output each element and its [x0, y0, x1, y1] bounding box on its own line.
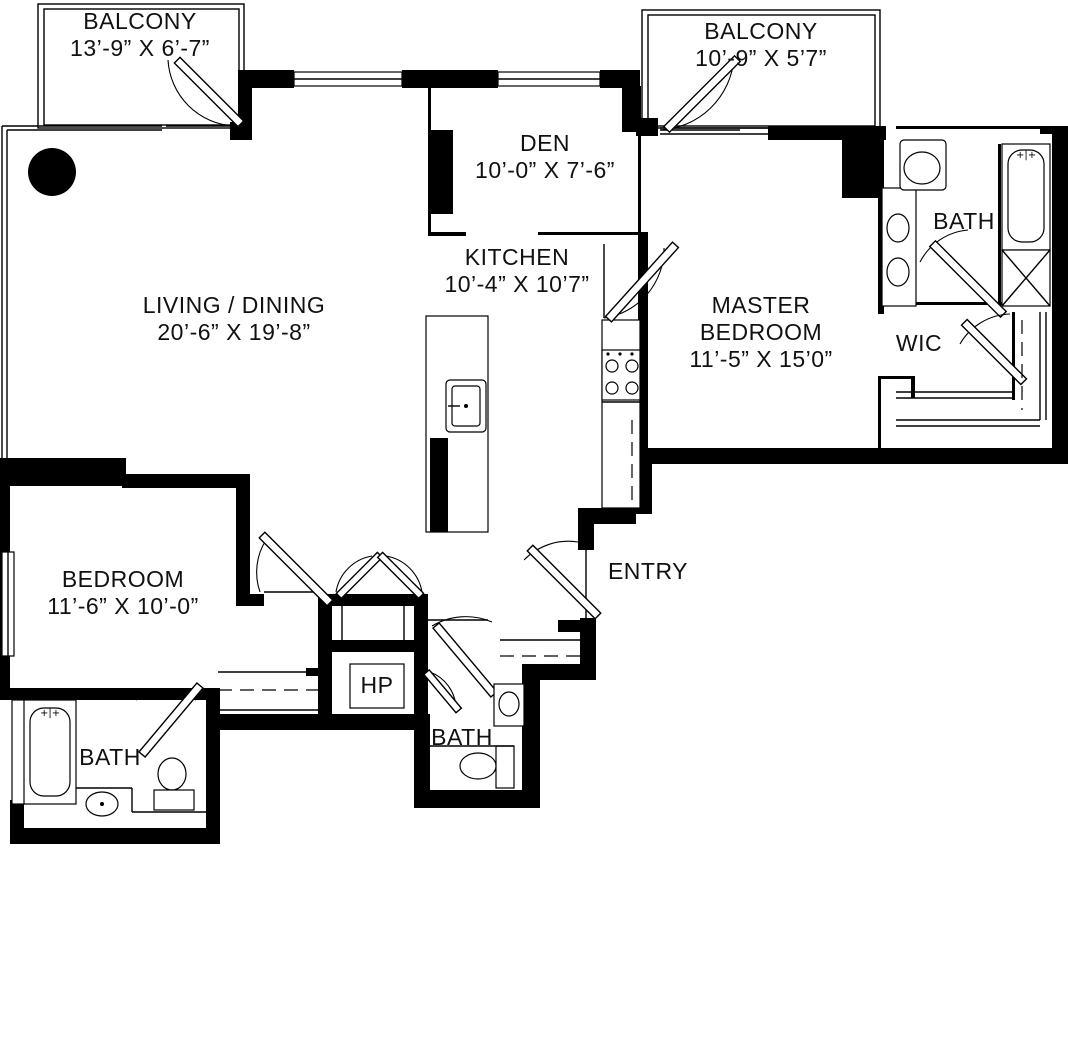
bath-center-label: BATH: [422, 724, 502, 751]
door-entry[interactable]: [523, 540, 602, 620]
master-size: 11’-5” X 15’0”: [689, 346, 833, 372]
balcony-right-size: 10’-9” X 5’7”: [695, 45, 827, 71]
balcony-right-name: BALCONY: [704, 18, 818, 44]
cooktop: [601, 349, 641, 401]
kitchen-size: 10’-4” X 10’7”: [444, 271, 590, 297]
door-hp-closet[interactable]: [335, 551, 425, 600]
door-balcony-right[interactable]: [659, 54, 742, 134]
den-size: 10’-0” X 7’-6”: [475, 157, 615, 183]
kitchen-name: KITCHEN: [464, 244, 570, 270]
entry-label: ENTRY: [598, 558, 698, 585]
balcony-right-label: BALCONY 10’-9” X 5’7”: [654, 18, 868, 72]
door-balcony-left[interactable]: [166, 56, 245, 128]
kitchen-counter: [601, 319, 641, 509]
hp-label: HP: [350, 672, 404, 699]
bedroom-label: BEDROOM 11’-6” X 10’-0”: [20, 566, 226, 620]
door-den[interactable]: [603, 241, 680, 323]
column-marker: [28, 148, 76, 196]
bath-left-label: BATH: [70, 744, 150, 771]
kitchen-label: KITCHEN 10’-4” X 10’7”: [410, 244, 624, 298]
wic-name: WIC: [895, 330, 943, 356]
living-name: LIVING / DINING: [142, 292, 326, 318]
living-label: LIVING / DINING 20’-6” X 19’-8”: [116, 292, 352, 346]
entry-name: ENTRY: [607, 558, 689, 584]
balcony-left-label: BALCONY 13’-9” X 6’-7”: [40, 8, 240, 62]
wic-shelving: [896, 320, 1023, 410]
center-bath-fixtures: [430, 683, 525, 789]
bath-center-name: BATH: [431, 724, 493, 750]
master-name-1: MASTER: [711, 292, 811, 318]
svg-text:+|+: +|+: [40, 708, 60, 719]
bedroom-size: 11’-6” X 10’-0”: [47, 593, 199, 619]
door-left-bath[interactable]: [135, 681, 204, 759]
den-walls: [428, 86, 642, 236]
wic-label: WIC: [886, 330, 952, 357]
bedroom-name: BEDROOM: [61, 566, 185, 592]
master-exterior-thin: [660, 127, 1047, 427]
den-label: DEN 10’-0” X 7’-6”: [440, 130, 650, 184]
top-windows: [293, 71, 601, 87]
door-bedroom[interactable]: [256, 531, 334, 607]
kitchen-walls: [414, 232, 652, 808]
bath-left-name: BATH: [79, 744, 141, 770]
living-size: 20’-6” X 19’-8”: [157, 319, 311, 345]
master-walls: [640, 126, 1068, 464]
svg-text:+|+: +|+: [1016, 150, 1036, 161]
balcony-left-size: 13’-9” X 6’-7”: [70, 35, 210, 61]
den-name: DEN: [519, 130, 571, 156]
hallway-closet-lines: [218, 606, 580, 711]
door-wic[interactable]: [959, 313, 1028, 386]
kitchen-sink-icon: [445, 379, 487, 433]
balcony-left-outline: [37, 3, 245, 129]
master-bath-name: BATH: [933, 208, 995, 234]
master-name-2: BEDROOM: [699, 319, 823, 345]
hp-name: HP: [360, 672, 394, 698]
left-bath-fixtures: +|+: [11, 699, 206, 817]
living-exterior-window-wall: [1, 125, 162, 458]
master-label: MASTER BEDROOM 11’-5” X 15’0”: [656, 292, 866, 373]
bedroom-window: [1, 551, 15, 657]
master-bath-fixtures: +|+: [881, 139, 1051, 307]
balcony-left-name: BALCONY: [83, 8, 197, 34]
door-center-bath[interactable]: [422, 616, 498, 714]
master-bath-label: BATH: [924, 208, 1004, 235]
